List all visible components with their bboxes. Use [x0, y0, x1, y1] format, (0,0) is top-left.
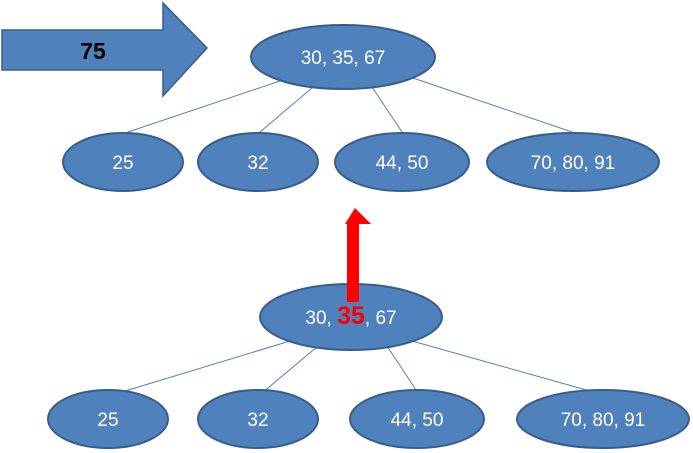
bottom-root-node: 30, 35, 67: [259, 283, 443, 351]
node-label: 32: [247, 153, 268, 174]
node-label: 25: [97, 410, 118, 431]
edge: [371, 86, 403, 133]
edge: [411, 340, 598, 394]
node-label: 44, 50: [376, 153, 429, 174]
node-label: 70, 80, 91: [531, 153, 616, 174]
promote-arrow: [345, 208, 371, 302]
promoted-key: 35: [337, 302, 365, 330]
node-label: 44, 50: [391, 410, 444, 431]
top-child-node: 44, 50: [334, 132, 470, 192]
edge: [261, 345, 319, 394]
bottom-child-node: 25: [47, 389, 169, 449]
edge: [259, 86, 314, 133]
right-arrow-icon: [1, 1, 209, 98]
edge: [412, 77, 573, 133]
top-child-node: 32: [197, 132, 319, 192]
edge: [386, 345, 419, 394]
top-tree-edges: [124, 77, 573, 134]
root-label-after: , 67: [365, 308, 397, 329]
bottom-child-node: 70, 80, 91: [516, 389, 690, 449]
insert-arrow: 75: [1, 1, 209, 98]
edge: [124, 79, 284, 134]
insert-value-label: 75: [80, 38, 106, 64]
root-label-before: 30,: [305, 308, 337, 329]
bottom-root-label: 30, 35, 67: [305, 302, 396, 330]
bottom-child-node: 32: [197, 389, 319, 449]
edge: [111, 340, 291, 396]
node-label: 25: [112, 153, 133, 174]
top-child-node: 25: [62, 132, 184, 192]
node-label: 32: [247, 410, 268, 431]
top-child-node: 70, 80, 91: [486, 132, 660, 192]
node-label: 70, 80, 91: [561, 410, 646, 431]
up-arrow-icon: [345, 208, 371, 302]
bottom-tree-edges: [111, 340, 598, 396]
top-root-node: 30, 35, 67: [250, 24, 436, 90]
top-root-label: 30, 35, 67: [301, 48, 386, 69]
bottom-child-node: 44, 50: [349, 389, 485, 449]
